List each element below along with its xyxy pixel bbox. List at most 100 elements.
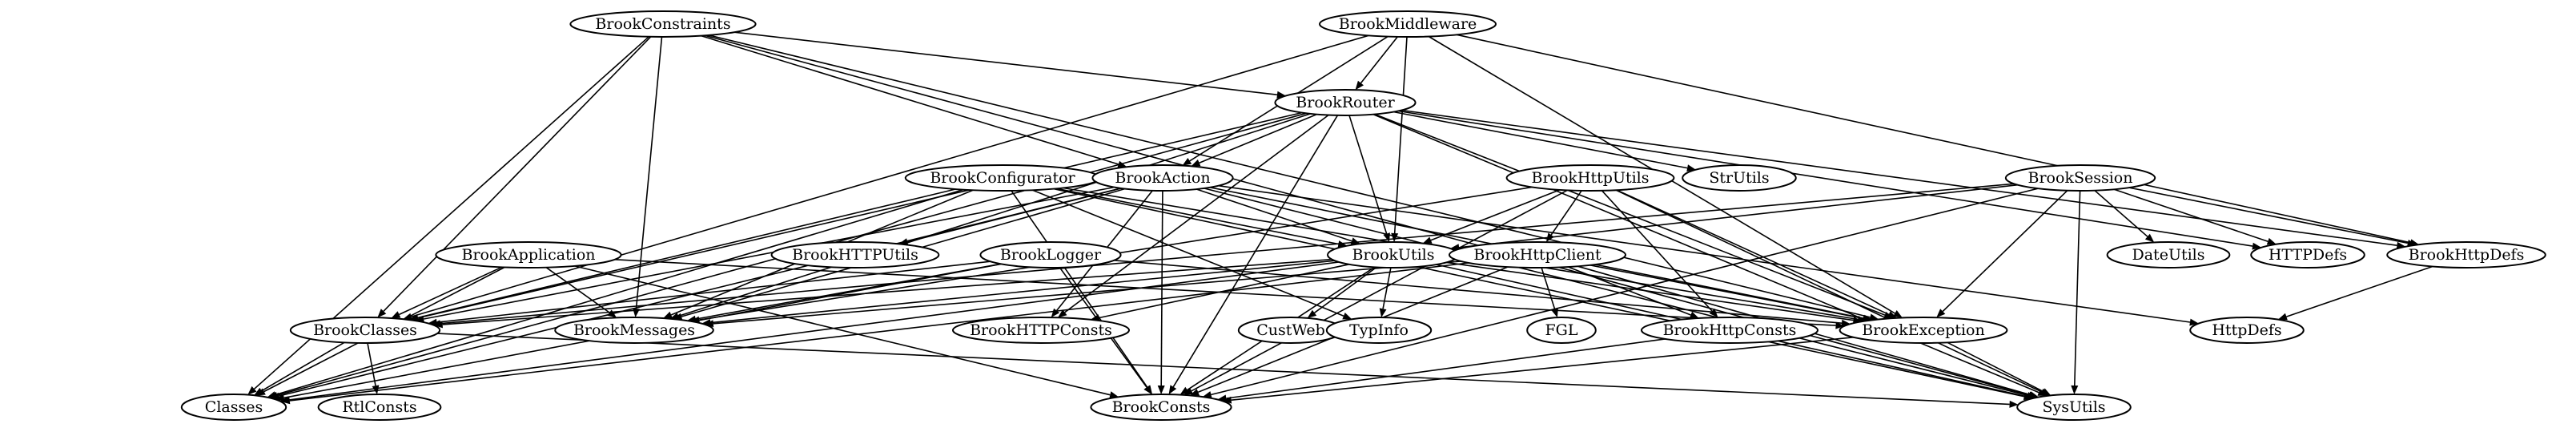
arrowhead — [1190, 389, 1200, 396]
node-shape — [1505, 164, 1675, 192]
arrowhead — [2009, 400, 2019, 408]
edge-brookhttputils-to-brookutils — [1422, 189, 1561, 244]
arrowhead — [2041, 388, 2052, 396]
node-classes[interactable]: Classes — [180, 394, 287, 421]
arrowhead — [1893, 310, 1903, 318]
node-brookhttpdefs[interactable]: BrookHttpDefs — [2386, 241, 2546, 268]
edge-brookhttpclient-to-classes — [280, 262, 1469, 405]
node-label: BrookHttpClient — [1473, 246, 1601, 264]
edge-line — [1348, 115, 1388, 234]
edge-brookhttpclient-to-brookhttpconsts — [1568, 266, 1699, 319]
edge-line — [2286, 265, 2433, 317]
node-brookhttpclient[interactable]: BrookHttpClient — [1449, 241, 1626, 268]
node-brookconstraints[interactable]: BrookConstraints — [569, 10, 757, 38]
node-brookapplication[interactable]: BrookApplication — [435, 241, 622, 268]
node-brookmiddleware[interactable]: BrookMiddleware — [1319, 10, 1497, 38]
edge-line — [275, 188, 964, 396]
node-dateutils[interactable]: DateUtils — [2106, 241, 2231, 268]
node-brookconfigurator[interactable]: BrookConfigurator — [904, 164, 1101, 192]
node-label: BrookHTTPUtils — [792, 246, 918, 264]
node-brookrouter[interactable]: BrookRouter — [1274, 89, 1417, 116]
node-httpdefs[interactable]: HTTPDefs — [2250, 241, 2365, 268]
node-httpdefs[interactable]: HttpDefs — [2189, 317, 2305, 344]
node-fgl[interactable]: FGL — [1526, 317, 1597, 344]
edge-line — [440, 183, 2015, 325]
node-brookmessages[interactable]: BrookMessages — [554, 317, 714, 344]
edge-line — [2074, 190, 2081, 386]
node-brooksession[interactable]: BrookSession — [2004, 164, 2156, 192]
node-shape — [1319, 10, 1497, 38]
arrowhead — [2266, 237, 2277, 245]
node-shape — [569, 10, 757, 38]
edge-line — [1226, 338, 1666, 399]
node-label: BrookApplication — [462, 246, 596, 264]
node-brookhttputils2[interactable]: BrookHTTPUtils — [770, 241, 940, 268]
arrowhead — [433, 321, 443, 329]
node-typinfo[interactable]: TypInfo — [1325, 317, 1433, 344]
arrowhead — [1276, 91, 1286, 99]
edge-line — [677, 113, 1311, 317]
node-brookaction[interactable]: BrookAction — [1091, 164, 1234, 192]
edge-line — [1056, 188, 1339, 245]
node-label: BrookSession — [2028, 169, 2133, 187]
node-label: BrookAction — [1115, 169, 1210, 187]
node-label: BrookLogger — [1000, 246, 1102, 264]
node-label: HTTPDefs — [2269, 246, 2347, 264]
edge-brooksession-to-dateutils — [2094, 190, 2155, 243]
arrowhead — [2071, 385, 2079, 394]
node-strutils[interactable]: StrUtils — [1682, 164, 1797, 192]
edge-line — [1568, 266, 1691, 316]
node-label: BrookException — [1862, 321, 1984, 339]
arrowhead — [2277, 313, 2288, 321]
node-brookconsts[interactable]: BrookConsts — [1090, 394, 1232, 421]
edge-brooksession-to-brookexception — [1936, 190, 2068, 318]
edge-line — [1393, 111, 1688, 169]
node-label: BrookHttpDefs — [2409, 246, 2525, 264]
node-brookexception[interactable]: BrookException — [1839, 317, 2008, 344]
edge-brookrouter-to-brookaction — [1191, 113, 1317, 167]
edges-layer — [247, 31, 2433, 408]
edge-brookexception-to-brookconsts — [1222, 337, 1854, 404]
node-brookutils[interactable]: BrookUtils — [1327, 241, 1460, 268]
node-brookhttputils[interactable]: BrookHttpUtils — [1505, 164, 1675, 192]
edge-line — [733, 31, 1277, 95]
node-shape — [1325, 317, 1433, 344]
node-brookclasses[interactable]: BrookClasses — [289, 317, 441, 344]
node-label: BrookHTTPConsts — [970, 321, 1112, 339]
edge-line — [1218, 184, 2191, 323]
edge-brookconstraints-to-brookmessages — [633, 36, 663, 317]
edge-line — [1372, 113, 2040, 394]
arrowhead — [254, 387, 263, 396]
node-shape — [2250, 241, 2365, 268]
edge-brookrouter-to-brookhttpdefs — [1401, 109, 2406, 249]
edge-line — [1393, 36, 1408, 234]
edge-line — [635, 36, 663, 309]
edge-line — [1942, 190, 2068, 313]
node-label: BrookMiddleware — [1339, 15, 1477, 33]
edge-brookconstraints-to-brookrouter — [733, 31, 1286, 99]
node-brookhttpconsts[interactable]: BrookHttpConsts — [1641, 317, 1818, 344]
edge-line — [1401, 109, 2397, 246]
edge-brookapplication-to-brookmessages — [545, 267, 617, 318]
node-shape — [1641, 317, 1818, 344]
edge-line — [574, 265, 1111, 396]
node-brookhttpconsts[interactable]: BrookHTTPConsts — [952, 317, 1130, 344]
edge-line — [1204, 188, 2028, 397]
edge-line — [261, 341, 345, 392]
edge-line — [1191, 189, 1568, 392]
node-label: HttpDefs — [2212, 321, 2281, 339]
edge-line — [1589, 264, 1863, 320]
node-shape — [180, 394, 287, 421]
edge-line — [1211, 188, 2039, 396]
node-label: TypInfo — [1349, 321, 1409, 339]
arrowhead — [704, 320, 714, 328]
edge-line — [695, 263, 1001, 320]
arrowhead — [247, 386, 257, 395]
node-brooklogger[interactable]: BrookLogger — [979, 241, 1122, 268]
edge-brookconstraints-to-brookaction — [701, 34, 1127, 168]
node-rtlconsts[interactable]: RtlConsts — [317, 394, 442, 421]
arrowhead — [673, 313, 683, 321]
node-sysutils[interactable]: SysUtils — [2016, 394, 2132, 421]
node-shape — [979, 241, 1122, 268]
